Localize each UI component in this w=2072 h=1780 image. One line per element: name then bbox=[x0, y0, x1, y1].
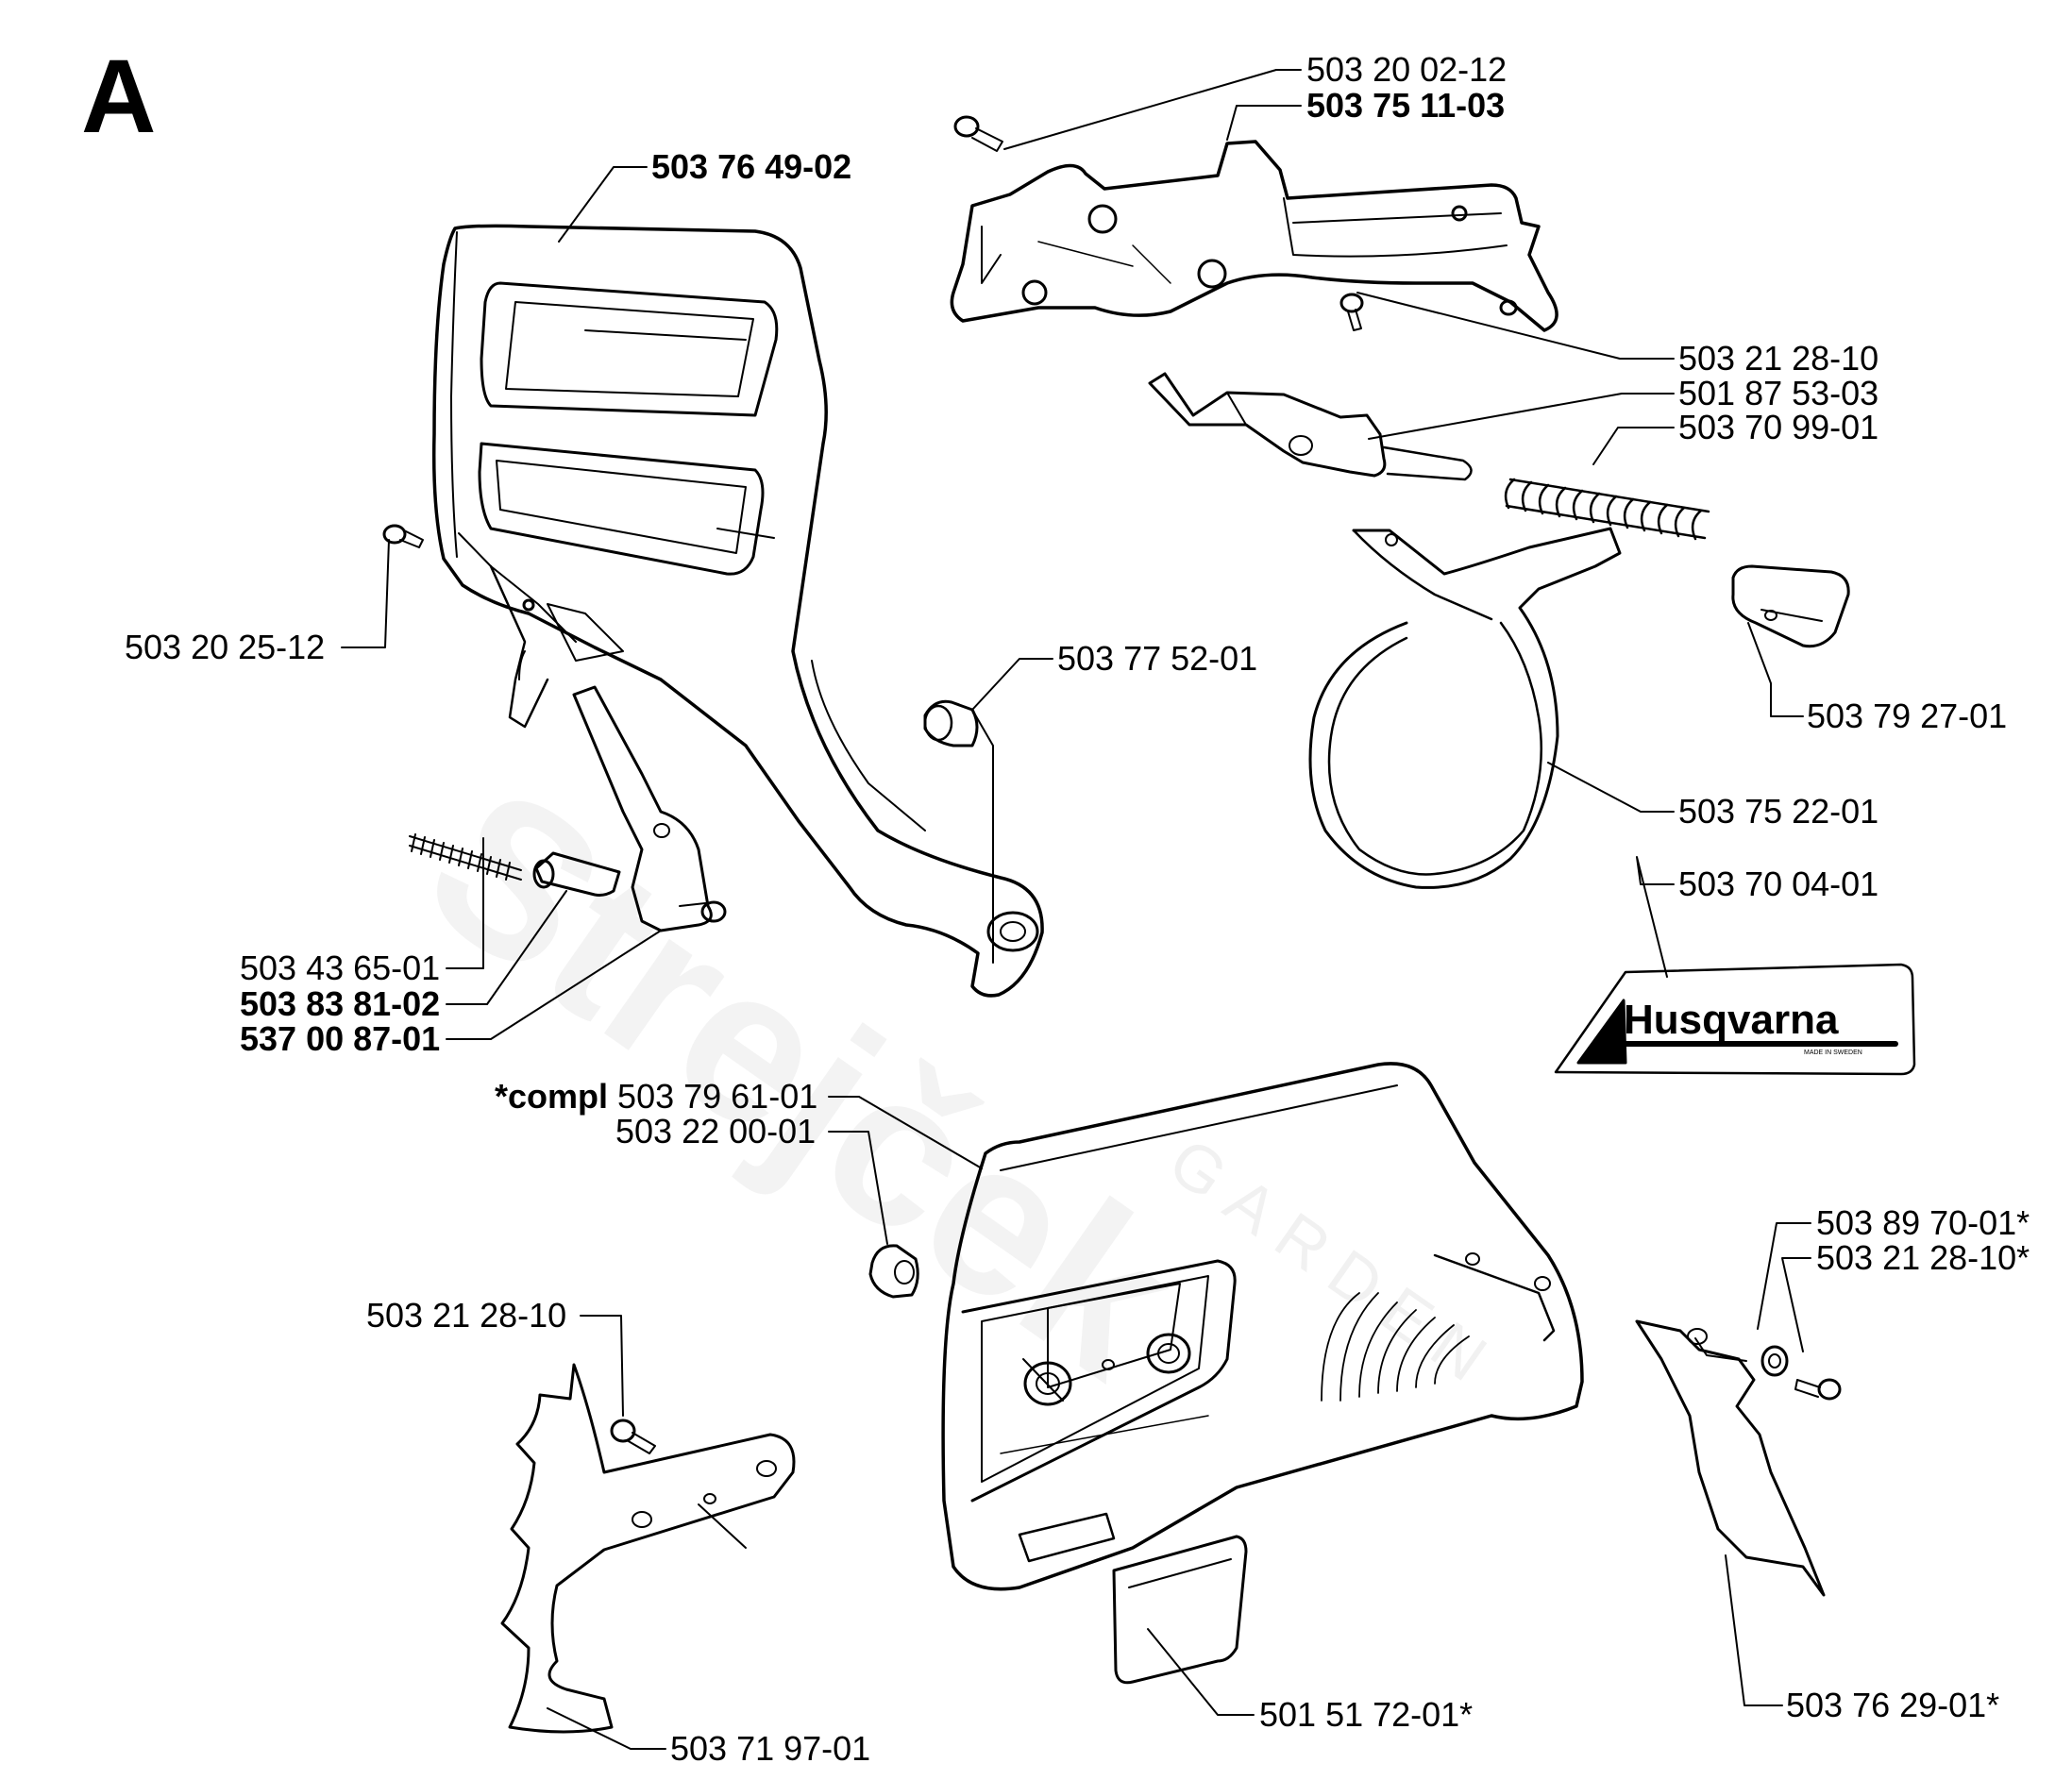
chain-catcher-plate bbox=[1731, 564, 1850, 648]
screw-latch bbox=[1339, 293, 1364, 331]
screw-bumper bbox=[610, 1419, 656, 1454]
decal-brand-text: Husqvarna bbox=[1624, 997, 1839, 1043]
part-label-503-79-27-01: 503 79 27-01 bbox=[1807, 697, 2008, 735]
part-label-503-70-04-01: 503 70 04-01 bbox=[1678, 865, 1879, 903]
part-label-503-76-49-02: 503 76 49-02 bbox=[651, 147, 852, 186]
slider-pad bbox=[1112, 1535, 1248, 1685]
top-cover-plate bbox=[950, 140, 1558, 332]
part-label-537-00-87-01: 537 00 87-01 bbox=[240, 1019, 441, 1058]
part-label-503-21-28-10-latch: 503 21 28-10 bbox=[1678, 339, 1879, 378]
part-label-503-21-28-10-bumper: 503 21 28-10 bbox=[366, 1296, 567, 1335]
compl-prefix: *compl bbox=[495, 1077, 609, 1116]
part-label-503-75-11-03: 503 75 11-03 bbox=[1306, 86, 1506, 125]
part-label-503-77-52-01: 503 77 52-01 bbox=[1057, 639, 1258, 678]
latch-assembly bbox=[1148, 372, 1473, 481]
spring-small bbox=[409, 833, 522, 881]
sleeve bbox=[532, 851, 621, 897]
brake-lever bbox=[572, 685, 727, 932]
screw-top-cover bbox=[953, 115, 1003, 152]
bumper-spike-left bbox=[500, 1363, 796, 1734]
decal-made-in-text: MADE IN SWEDEN bbox=[1804, 1050, 1862, 1056]
spring-large bbox=[1504, 478, 1710, 541]
part-label-503-76-29-01: 503 76 29-01* bbox=[1786, 1686, 2000, 1724]
part-label-503-22-00-01: 503 22 00-01 bbox=[615, 1112, 817, 1150]
compl-number: 503 79 61-01 bbox=[617, 1077, 818, 1116]
part-label-503-75-22-01: 503 75 22-01 bbox=[1678, 792, 1879, 831]
washer-right bbox=[1760, 1345, 1789, 1377]
chain-brake-handle bbox=[431, 224, 1044, 998]
part-label-503-70-99-01: 503 70 99-01 bbox=[1678, 408, 1879, 446]
screw-bumper-right bbox=[1794, 1378, 1842, 1401]
part-label-503-43-65-01: 503 43 65-01 bbox=[240, 949, 441, 987]
part-label-503-20-25-12: 503 20 25-12 bbox=[125, 628, 326, 666]
part-label-501-87-53-03: 501 87 53-03 bbox=[1678, 374, 1879, 412]
brake-band bbox=[1308, 527, 1622, 889]
part-label-503-20-02-12: 503 20 02-12 bbox=[1306, 50, 1508, 89]
leader-lines bbox=[341, 69, 1811, 1750]
bushing-brake bbox=[923, 699, 979, 747]
section-letter: A bbox=[81, 39, 157, 155]
part-label-503-89-70-01: 503 89 70-01* bbox=[1816, 1203, 2030, 1242]
part-label-501-51-72-01: 501 51 72-01* bbox=[1259, 1695, 1474, 1734]
cover-nut bbox=[868, 1244, 919, 1299]
screw-brake-handle bbox=[382, 524, 424, 548]
part-label-503-71-97-01: 503 71 97-01 bbox=[670, 1729, 871, 1768]
bumper-spike-right bbox=[1635, 1319, 1826, 1597]
part-label-503-83-81-02: 503 83 81-02 bbox=[240, 984, 441, 1023]
part-label-503-21-28-10-star: 503 21 28-10* bbox=[1816, 1238, 2030, 1277]
husqvarna-decal bbox=[1554, 963, 1916, 1076]
clutch-cover bbox=[941, 1062, 1584, 1591]
part-label-503-79-61-01: *compl 503 79 61-01 bbox=[495, 1080, 817, 1114]
